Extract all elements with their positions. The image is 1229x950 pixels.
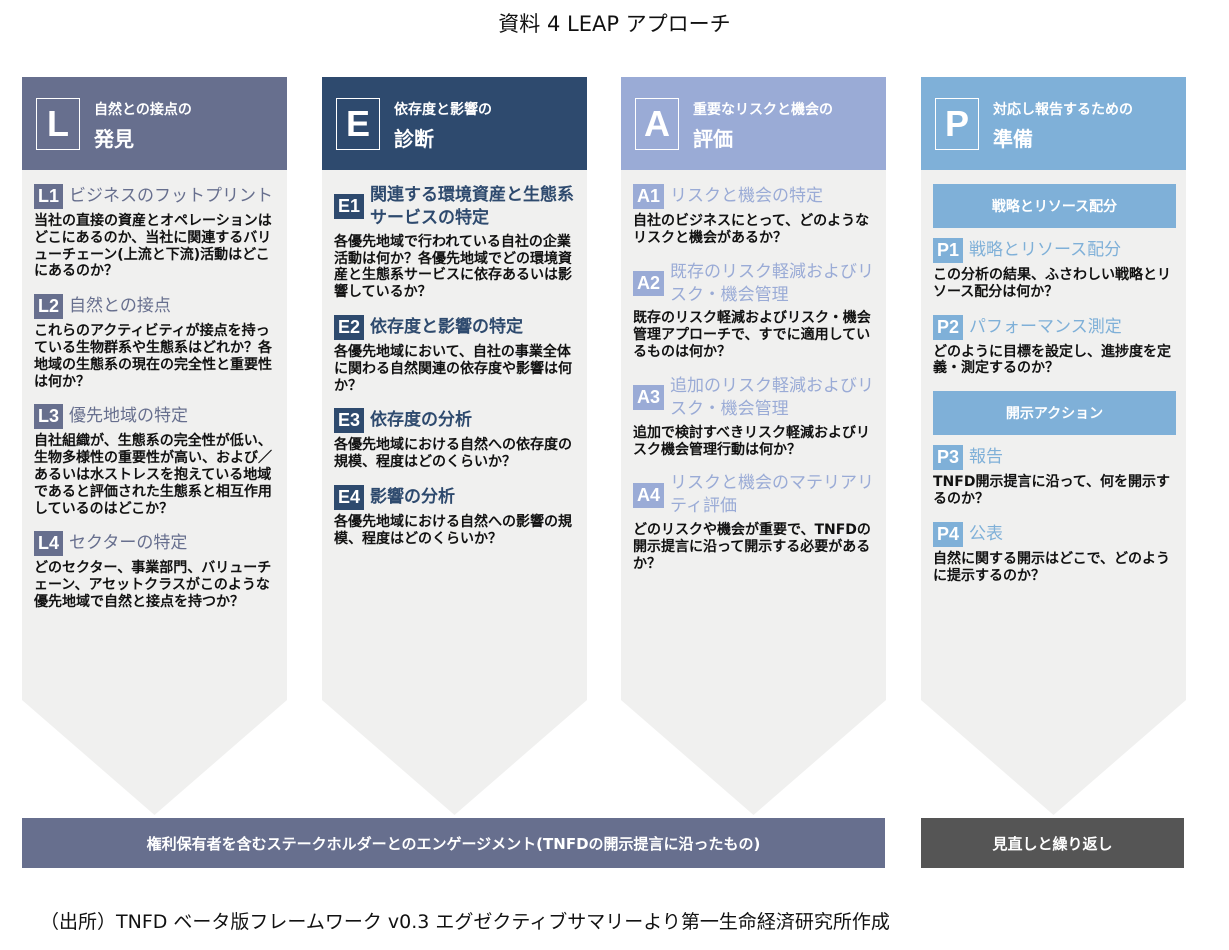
step-description: これらのアクティビティが接点を持っている生物群系や生態系はどれか？各地域の生態系… xyxy=(34,323,272,390)
step-code: L2 xyxy=(34,294,64,320)
step-description: 自然に関する開示はどこで、どのように提示するのか？ xyxy=(933,550,1171,584)
step-description: どのように目標を設定し、進捗度を定義・測定するのか？ xyxy=(933,343,1171,377)
step-title: 依存度の分析 xyxy=(370,410,473,431)
phase-title: 診断 xyxy=(394,127,434,151)
step-code: P3 xyxy=(933,445,964,471)
step-title: 既存のリスク軽減およびリスク・機会管理 xyxy=(670,261,875,305)
source-note: （出所）TNFD ベータ版フレームワーク v0.3 エグゼクティブサマリーより第… xyxy=(40,911,890,933)
column-body: 戦略とリソース配分 P1 戦略とリソース配分 この分析の結果、ふさわしい戦略とリ… xyxy=(921,170,1186,815)
step-title: 優先地域の特定 xyxy=(69,406,189,427)
step-description: この分析の結果、ふさわしい戦略とリソース配分は何か？ xyxy=(933,267,1171,300)
column-l: L 自然との接点の 発見 L1 ビジネスのフットプリント 当社の直接の資産とオペ… xyxy=(22,77,287,820)
step-item: P2 パフォーマンス測定 どのように目標を設定し、進捗度を定義・測定するのか？ xyxy=(933,314,1176,378)
phase-letter: A xyxy=(635,98,679,150)
step-item: P4 公表 自然に関する開示はどこで、どのように提示するのか？ xyxy=(933,521,1176,585)
step-code: L1 xyxy=(34,184,64,209)
step-item: L4 セクターの特定 どのセクター、事業部門、バリューチェーン、アセットクラスが… xyxy=(34,531,277,610)
step-item: E2 依存度と影響の特定 各優先地域において、自社の事業全体に関わる自然関連の依… xyxy=(334,315,577,394)
step-code: P1 xyxy=(933,238,964,263)
phase-letter: L xyxy=(36,98,80,150)
column-a: A 重要なリスクと機会の 評価 A1 リスクと機会の特定 自社のビジネスにとって… xyxy=(621,77,886,820)
step-title: リスクと機会の特定 xyxy=(670,186,824,207)
step-code: E3 xyxy=(334,408,365,434)
step-code: A2 xyxy=(633,271,665,297)
step-description: 自社のビジネスにとって、どのようなリスクと機会があるか？ xyxy=(633,213,870,246)
step-title: 依存度と影響の特定 xyxy=(370,317,524,338)
step-description: 追加で検討すべきリスク軽減およびリスク機会管理行動は何か？ xyxy=(633,424,871,458)
step-code: E1 xyxy=(334,194,365,220)
phase-letter: P xyxy=(935,98,979,150)
step-title: 影響の分析 xyxy=(370,487,456,508)
column-body: A1 リスクと機会の特定 自社のビジネスにとって、どのようなリスクと機会があるか… xyxy=(621,170,886,815)
phase-subtitle: 自然との接点の xyxy=(94,102,192,118)
disclosure-bar: 開示アクション xyxy=(933,391,1176,436)
phase-subtitle: 重要なリスクと機会の xyxy=(693,102,833,118)
phase-title: 評価 xyxy=(693,127,733,151)
step-item: A3 追加のリスク軽減およびリスク・機会管理 追加で検討すべきリスク軽減およびリ… xyxy=(633,375,876,458)
review-bar: 見直しと繰り返し xyxy=(921,818,1184,868)
step-title: 追加のリスク軽減およびリスク・機会管理 xyxy=(670,375,875,419)
phase-subtitle: 対応し報告するための xyxy=(993,102,1133,118)
step-item: L1 ビジネスのフットプリント 当社の直接の資産とオペレーションはどこにあるのか… xyxy=(34,184,277,280)
step-description: 既存のリスク軽減およびリスク・機会管理アプローチで、すでに適用しているものは何か… xyxy=(633,310,871,361)
step-code: E4 xyxy=(334,485,365,511)
strategy-bar: 戦略とリソース配分 xyxy=(933,184,1176,228)
step-description: 各優先地域における自然への依存度の規模、程度はどのくらいか？ xyxy=(334,437,572,471)
step-title: 公表 xyxy=(969,523,1004,544)
column-header: L 自然との接点の 発見 xyxy=(22,77,287,170)
step-code: P2 xyxy=(933,314,964,340)
step-description: 自社組織が、生態系の完全性が低い、生物多様性の重要性が高い、および／あるいは水ス… xyxy=(34,433,272,517)
step-title: ビジネスのフットプリント xyxy=(69,186,274,207)
step-code: L3 xyxy=(34,404,64,430)
step-title: パフォーマンス測定 xyxy=(969,316,1122,337)
step-code: E2 xyxy=(334,315,365,341)
engagement-bar: 権利保有者を含むステークホルダーとのエンゲージメント(TNFDの開示提言に沿った… xyxy=(22,818,885,868)
step-description: 各優先地域において、自社の事業全体に関わる自然関連の依存度や影響は何か？ xyxy=(334,344,572,394)
phase-title: 発見 xyxy=(94,127,134,151)
step-item: A2 既存のリスク軽減およびリスク・機会管理 既存のリスク軽減およびリスク・機会… xyxy=(633,261,876,361)
step-title: 関連する環境資産と生態系サービスの特定 xyxy=(370,185,575,228)
step-code: A4 xyxy=(633,482,665,508)
step-code: P4 xyxy=(933,521,964,547)
column-header: E 依存度と影響の 診断 xyxy=(322,77,587,170)
step-description: 各優先地域における自然への影響の規模、程度はどのくらいか？ xyxy=(334,514,572,547)
step-title: リスクと機会のマテリアリティ評価 xyxy=(670,473,875,517)
step-description: どのリスクや機会が重要で、TNFDの開示提言に沿って開示する必要があるか？ xyxy=(633,522,871,572)
step-code: A1 xyxy=(633,184,665,209)
step-title: 戦略とリソース配分 xyxy=(969,240,1122,261)
column-header: A 重要なリスクと機会の 評価 xyxy=(621,77,886,170)
step-description: TNFD開示提言に沿って、何を開示するのか？ xyxy=(933,474,1171,507)
step-title: セクターの特定 xyxy=(69,533,188,554)
column-p: P 対応し報告するための 準備 戦略とリソース配分 P1 戦略とリソース配分 こ… xyxy=(921,77,1186,820)
column-body: E1 関連する環境資産と生態系サービスの特定 各優先地域で行われている自社の企業… xyxy=(322,170,587,815)
phase-subtitle: 依存度と影響の xyxy=(394,102,492,118)
page-title: 資料 4 LEAP アプローチ xyxy=(498,12,731,36)
step-item: P3 報告 TNFD開示提言に沿って、何を開示するのか？ xyxy=(933,445,1176,508)
step-description: 当社の直接の資産とオペレーションはどこにあるのか、当社に関連するバリューチェーン… xyxy=(34,213,272,280)
step-item: A4 リスクと機会のマテリアリティ評価 どのリスクや機会が重要で、TNFDの開示… xyxy=(633,472,876,572)
column-e: E 依存度と影響の 診断 E1 関連する環境資産と生態系サービスの特定 各優先地… xyxy=(322,77,587,820)
phase-letter: E xyxy=(336,98,380,150)
step-item: L3 優先地域の特定 自社組織が、生態系の完全性が低い、生物多様性の重要性が高い… xyxy=(34,404,277,517)
step-code: A3 xyxy=(633,385,665,411)
step-title: 自然との接点 xyxy=(69,296,171,317)
step-item: A1 リスクと機会の特定 自社のビジネスにとって、どのようなリスクと機会があるか… xyxy=(633,184,876,247)
step-description: 各優先地域で行われている自社の企業活動は何か？各優先地域でどの環境資産と生態系サ… xyxy=(334,233,572,301)
step-title: 報告 xyxy=(969,447,1004,468)
phase-title: 準備 xyxy=(993,127,1033,151)
column-body: L1 ビジネスのフットプリント 当社の直接の資産とオペレーションはどこにあるのか… xyxy=(22,170,287,815)
step-item: E3 依存度の分析 各優先地域における自然への依存度の規模、程度はどのくらいか？ xyxy=(334,408,577,471)
step-item: E4 影響の分析 各優先地域における自然への影響の規模、程度はどのくらいか？ xyxy=(334,485,577,548)
step-item: L2 自然との接点 これらのアクティビティが接点を持っている生物群系や生態系はど… xyxy=(34,294,277,390)
step-item: E1 関連する環境資産と生態系サービスの特定 各優先地域で行われている自社の企業… xyxy=(334,184,577,301)
column-header: P 対応し報告するための 準備 xyxy=(921,77,1186,170)
step-description: どのセクター、事業部門、バリューチェーン、アセットクラスがこのような優先地域で自… xyxy=(34,560,272,610)
step-item: P1 戦略とリソース配分 この分析の結果、ふさわしい戦略とリソース配分は何か？ xyxy=(933,238,1176,301)
step-code: L4 xyxy=(34,531,64,557)
